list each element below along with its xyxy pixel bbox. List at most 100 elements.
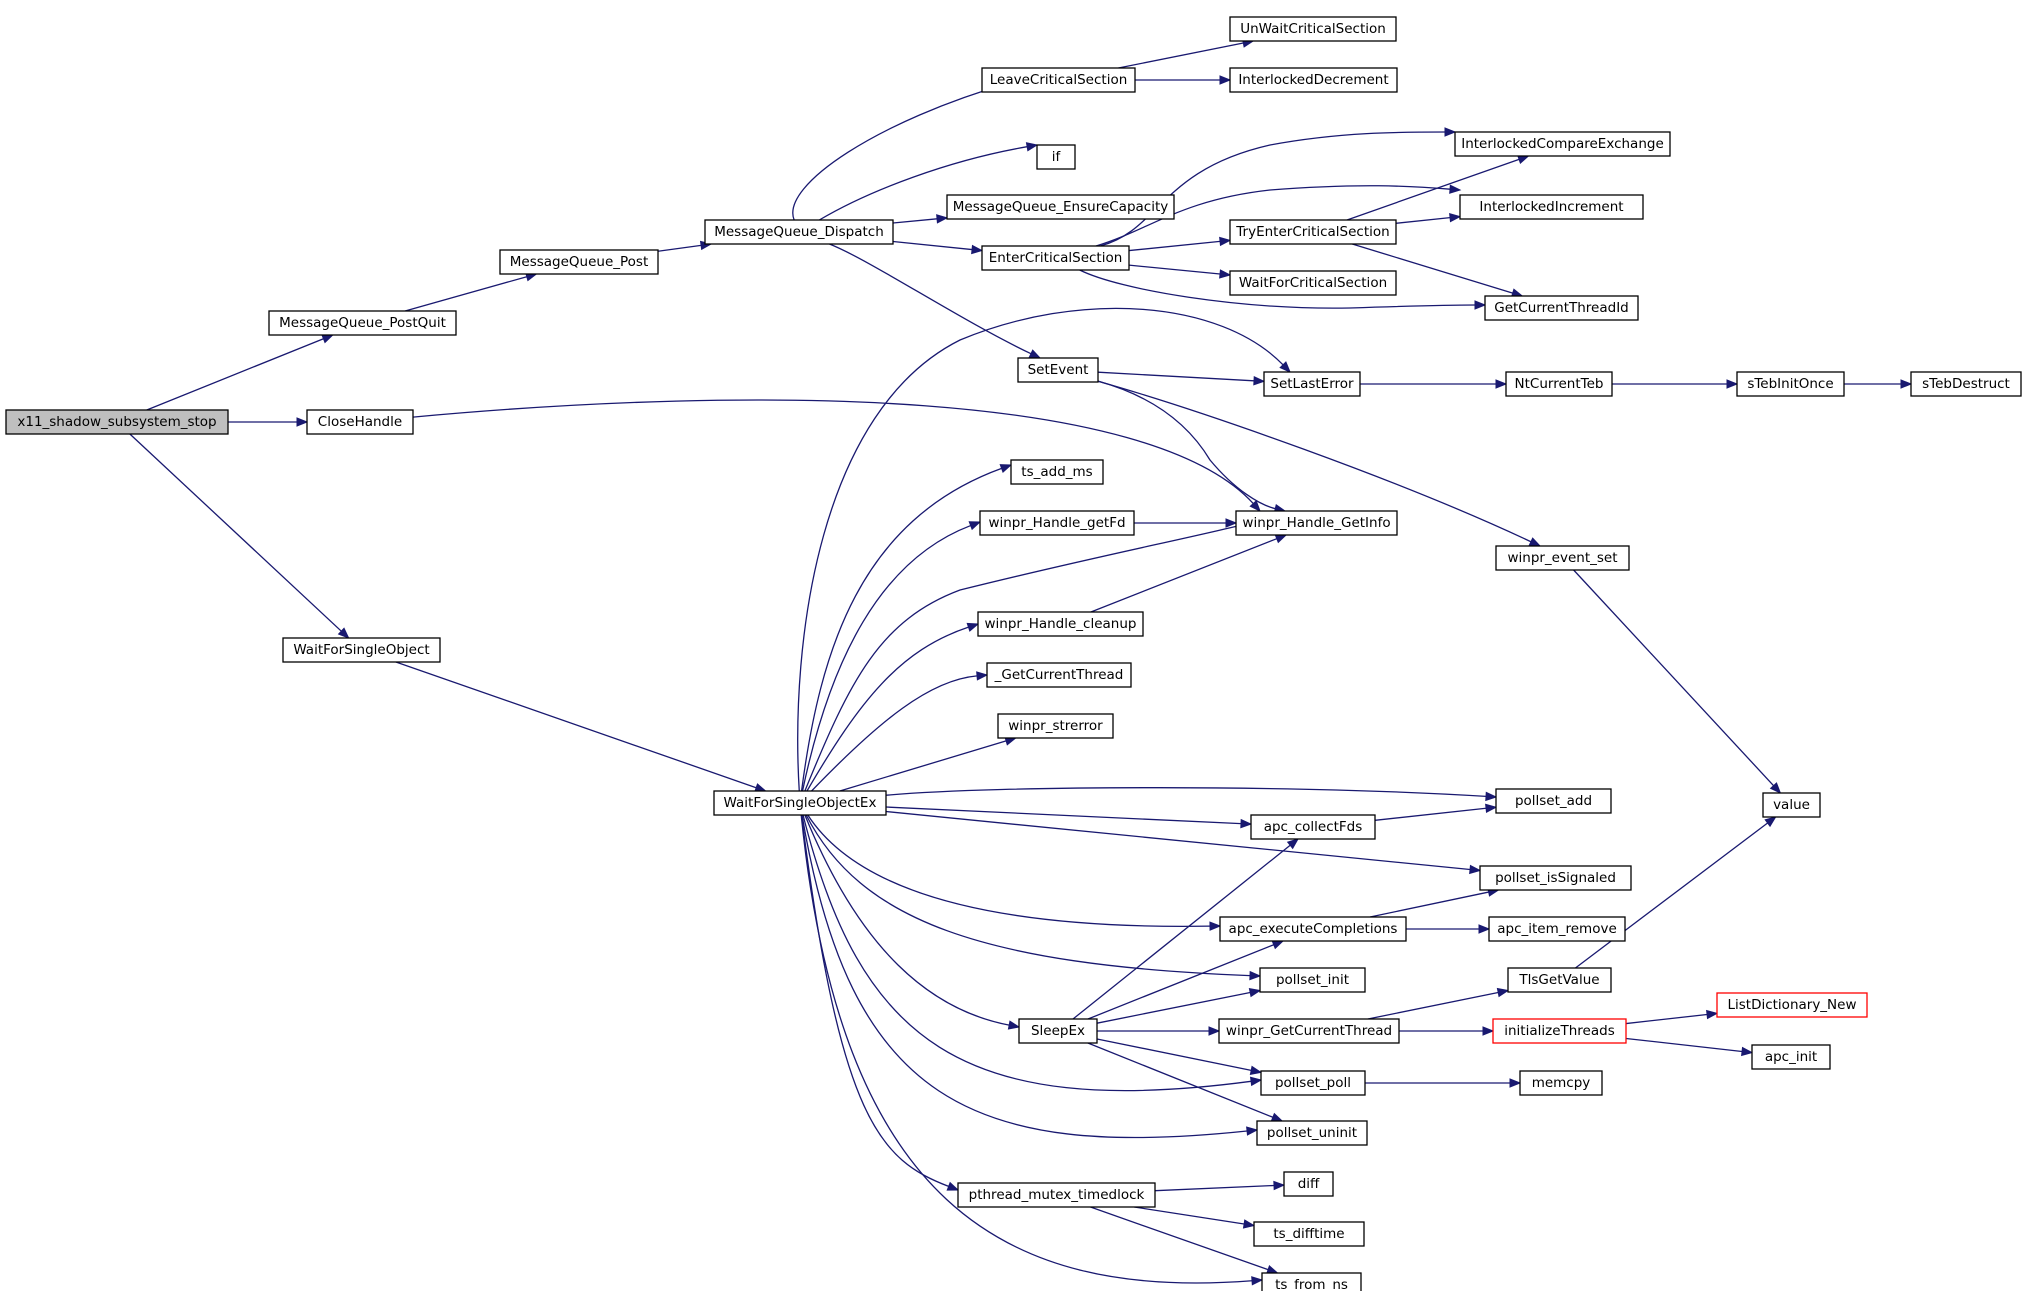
node-psinit[interactable]: pollset_init <box>1259 967 1366 993</box>
node-tryenter[interactable]: TryEnterCriticalSection <box>1229 219 1397 245</box>
node-psuninit[interactable]: pollset_uninit <box>1256 1120 1368 1146</box>
edge-arrowhead <box>966 622 980 632</box>
node-memcpy[interactable]: memcpy <box>1519 1070 1603 1096</box>
edge-tryenter-iinc <box>1395 212 1462 224</box>
node-mqdisp[interactable]: MessageQueue_Dispatch <box>704 219 894 245</box>
edge-wgct-tlsget <box>1367 987 1510 1020</box>
node-strerr[interactable]: winpr_strerror <box>997 713 1114 739</box>
edge-arrowhead <box>1444 127 1457 137</box>
edge-line <box>885 806 1242 825</box>
node-ensure[interactable]: MessageQueue_EnsureCapacity <box>946 194 1175 220</box>
node-label: sTebInitOnce <box>1747 376 1833 392</box>
node-label: sTebDestruct <box>1922 376 2010 392</box>
node-label: UnWaitCriticalSection <box>1240 21 1386 37</box>
edge-arrowhead <box>1496 987 1510 998</box>
node-box <box>1250 814 1376 840</box>
node-apcinit[interactable]: apc_init <box>1751 1044 1831 1070</box>
edge-line <box>1090 1206 1269 1271</box>
edge-wfsoex-psadd <box>885 787 1498 802</box>
node-label: WaitForSingleObjectEx <box>724 795 877 811</box>
node-wfso[interactable]: WaitForSingleObject <box>282 637 441 663</box>
node-box <box>1716 992 1868 1018</box>
edge-arrowhead <box>1208 1026 1221 1036</box>
node-box <box>1479 865 1632 891</box>
node-box <box>306 409 414 435</box>
node-apcir[interactable]: apc_item_remove <box>1488 916 1626 942</box>
node-root[interactable]: x11_shadow_subsystem_stop <box>5 409 229 435</box>
node-iinc[interactable]: InterlockedIncrement <box>1459 194 1644 220</box>
node-steb[interactable]: sTebInitOnce <box>1736 371 1845 397</box>
edge-wgct-initthr <box>1399 1026 1495 1036</box>
node-idec[interactable]: InterlockedDecrement <box>1229 67 1398 93</box>
node-pssig[interactable]: pollset_isSignaled <box>1479 865 1632 891</box>
node-evset[interactable]: winpr_event_set <box>1495 545 1630 571</box>
node-hgetfd[interactable]: winpr_Handle_getFd <box>979 510 1135 536</box>
node-setevent[interactable]: SetEvent <box>1017 357 1099 383</box>
node-enter[interactable]: EnterCriticalSection <box>981 245 1130 271</box>
node-box <box>713 790 887 816</box>
edge-root-close <box>228 417 309 427</box>
node-tsfrom[interactable]: ts_from_ns <box>1261 1272 1362 1291</box>
node-label: apc_item_remove <box>1497 921 1617 937</box>
node-label: GetCurrentThreadId <box>1494 300 1629 316</box>
edge-sleepex-apcec <box>1087 940 1285 1020</box>
node-apcec[interactable]: apc_executeCompletions <box>1219 916 1407 942</box>
edge-line <box>829 243 1032 355</box>
node-mqpq[interactable]: MessageQueue_PostQuit <box>268 310 457 336</box>
node-ntteb[interactable]: NtCurrentTeb <box>1505 371 1613 397</box>
node-psadd[interactable]: pollset_add <box>1495 788 1612 814</box>
node-ldnew[interactable]: ListDictionary_New <box>1716 992 1868 1018</box>
node-tsadd[interactable]: ts_add_ms <box>1010 459 1104 485</box>
edge-wfsoex-tsadd <box>800 464 1013 792</box>
node-diff[interactable]: diff <box>1283 1171 1334 1197</box>
edge-line <box>805 814 1251 977</box>
node-value[interactable]: value <box>1762 792 1821 818</box>
node-ptml[interactable]: pthread_mutex_timedlock <box>957 1182 1156 1208</box>
node-icx[interactable]: InterlockedCompareExchange <box>1454 131 1671 157</box>
edge-wfsoex-ptml <box>800 814 960 1191</box>
edge-wfsoex-hcleanup <box>806 622 980 792</box>
node-label: ts_difftime <box>1273 1226 1344 1242</box>
node-wfsoex[interactable]: WaitForSingleObjectEx <box>713 790 887 816</box>
node-box <box>1484 295 1639 321</box>
node-box <box>5 409 229 435</box>
node-wgct[interactable]: winpr_GetCurrentThread <box>1218 1018 1400 1044</box>
edge-arrowhead <box>1286 838 1300 850</box>
node-tlsget[interactable]: TlsGetValue <box>1507 967 1612 993</box>
node-setlast[interactable]: SetLastError <box>1263 371 1361 397</box>
edge-arrowhead <box>1249 970 1262 981</box>
node-gctid[interactable]: GetCurrentThreadId <box>1484 295 1639 321</box>
node-hgetinfo[interactable]: winpr_Handle_GetInfo <box>1235 510 1398 536</box>
edge-line <box>404 276 527 312</box>
node-label: CloseHandle <box>318 414 402 430</box>
node-initthr[interactable]: initializeThreads <box>1492 1018 1627 1044</box>
node-leave[interactable]: LeaveCriticalSection <box>981 67 1136 93</box>
node-waitcs[interactable]: WaitForCriticalSection <box>1229 270 1397 296</box>
node-if[interactable]: if <box>1036 144 1076 170</box>
edge-wfsoex-hgetfd <box>801 521 982 792</box>
edge-line <box>1097 371 1255 382</box>
node-unwait[interactable]: UnWaitCriticalSection <box>1229 16 1397 42</box>
node-box <box>981 245 1130 271</box>
node-hcleanup[interactable]: winpr_Handle_cleanup <box>977 611 1144 637</box>
edge-line <box>1118 42 1244 69</box>
edge-enter-icx <box>1100 127 1457 247</box>
edge-line <box>1575 822 1769 969</box>
edge-arrowhead <box>1726 379 1739 389</box>
node-sleepex[interactable]: SleepEx <box>1018 1018 1098 1044</box>
edge-line <box>1369 891 1489 918</box>
edge-arrowhead <box>1253 376 1266 386</box>
edge-mqdisp-setevent <box>829 243 1042 359</box>
nodes: x11_shadow_subsystem_stop MessageQueue_Po… <box>5 16 2022 1291</box>
node-apccf[interactable]: apc_collectFds <box>1250 814 1376 840</box>
node-stebd[interactable]: sTebDestruct <box>1910 371 2022 397</box>
node-gct[interactable]: _GetCurrentThread <box>986 662 1132 688</box>
node-tsdiff[interactable]: ts_difftime <box>1253 1221 1365 1247</box>
edge-mqdisp-enter <box>892 240 984 255</box>
node-pspoll[interactable]: pollset_poll <box>1260 1070 1366 1096</box>
edge-line <box>1095 185 1451 247</box>
node-label: InterlockedIncrement <box>1479 199 1623 215</box>
node-close[interactable]: CloseHandle <box>306 409 414 435</box>
edge-arrowhead <box>976 671 989 681</box>
node-mqpost[interactable]: MessageQueue_Post <box>499 249 659 275</box>
